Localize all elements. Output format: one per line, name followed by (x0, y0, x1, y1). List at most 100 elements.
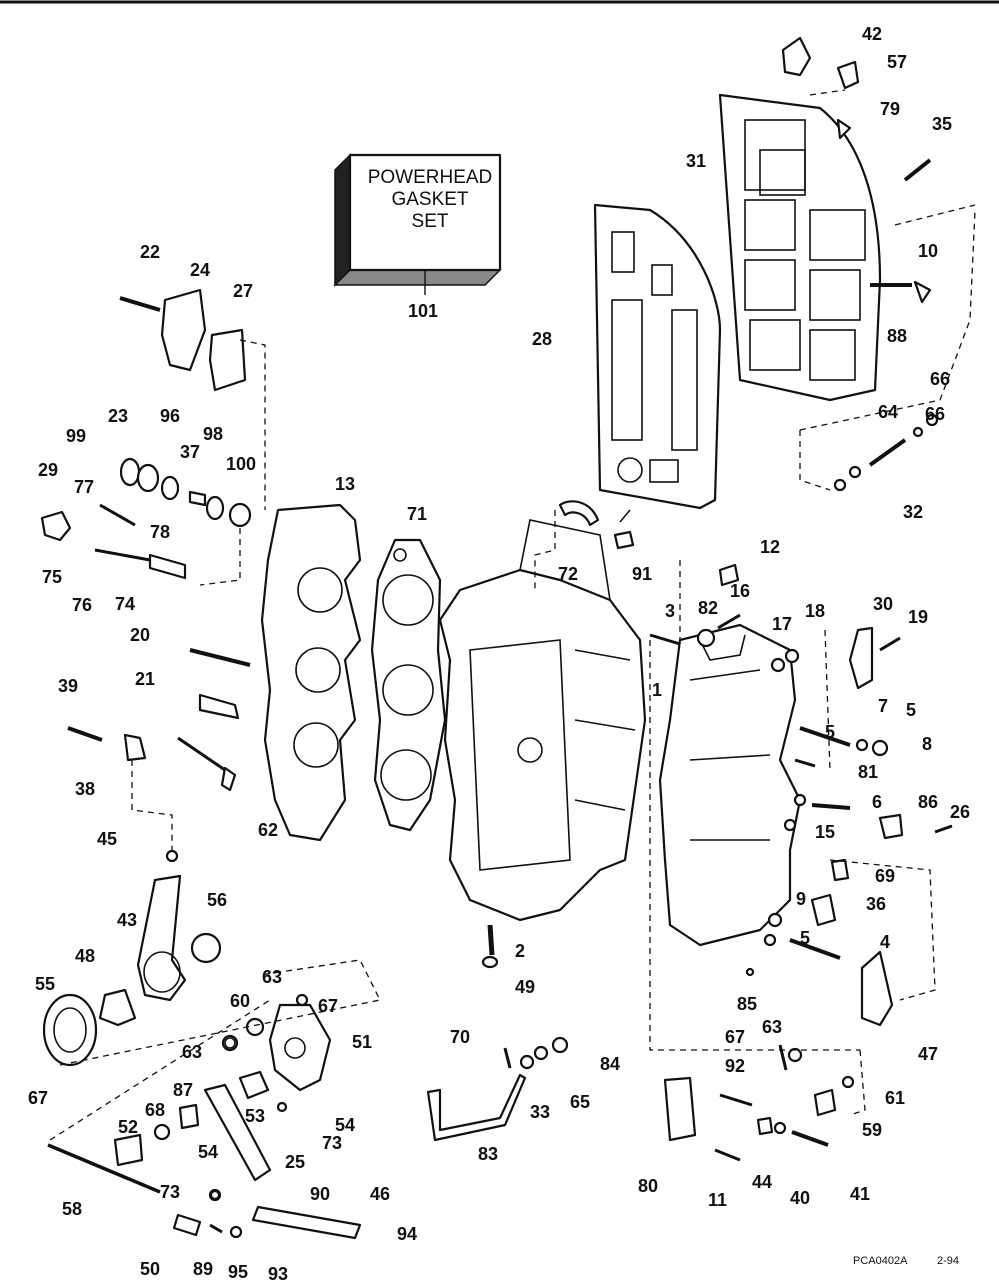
callout-89: 89 (193, 1259, 213, 1279)
callout-98: 98 (203, 424, 223, 444)
callout-1: 1 (652, 680, 662, 700)
callout-5c: 5 (800, 928, 810, 948)
stud-and-washers (833, 413, 939, 492)
callout-labels: 42 57 79 35 31 10 88 28 66 64 32 101 22 … (28, 24, 970, 1282)
callout-8: 8 (922, 734, 932, 754)
callout-70: 70 (450, 1027, 470, 1047)
callout-5b: 5 (825, 722, 835, 742)
callout-45: 45 (97, 829, 117, 849)
callout-6: 6 (872, 792, 882, 812)
gasket-box-line1: POWERHEAD (368, 167, 493, 188)
callout-73b: 73 (160, 1182, 180, 1202)
callout-95: 95 (228, 1262, 248, 1282)
right-lower-parts (558, 500, 953, 1162)
callout-33: 33 (530, 1102, 550, 1122)
callout-78: 78 (150, 522, 170, 542)
callout-68: 68 (145, 1100, 165, 1120)
callout-24: 24 (190, 260, 210, 280)
callout-83: 83 (478, 1144, 498, 1164)
callout-11: 11 (708, 1190, 727, 1210)
callout-93: 93 (268, 1264, 288, 1282)
callout-73a: 73 (322, 1133, 342, 1153)
gasket-box-line2: GASKET (391, 189, 468, 210)
top-right-small-parts (781, 36, 932, 304)
callout-10: 10 (918, 241, 938, 261)
callout-76: 76 (72, 595, 92, 615)
callout-64: 64 (878, 402, 898, 422)
throttle-linkage-parts (42, 874, 362, 1240)
callout-13: 13 (335, 474, 355, 494)
callout-63a: 63 (262, 967, 282, 987)
callout-58: 58 (62, 1199, 82, 1219)
callout-67b: 67 (28, 1088, 48, 1108)
callout-17: 17 (772, 614, 792, 634)
callout-39: 39 (58, 676, 78, 696)
callout-22: 22 (140, 242, 160, 262)
callout-46: 46 (370, 1184, 390, 1204)
callout-74: 74 (115, 594, 135, 614)
callout-88: 88 (887, 326, 907, 346)
callout-36: 36 (866, 894, 886, 914)
callout-42: 42 (862, 24, 882, 44)
cylinder-block (438, 519, 647, 922)
callout-79: 79 (880, 99, 900, 119)
callout-96: 96 (160, 406, 180, 426)
callout-54b: 54 (198, 1142, 218, 1162)
callout-47: 47 (918, 1044, 938, 1064)
callout-15: 15 (815, 822, 835, 842)
exhaust-cover-plate (718, 93, 882, 402)
callout-100: 100 (226, 454, 256, 474)
callout-32: 32 (903, 502, 923, 522)
callout-65: 65 (570, 1092, 590, 1112)
callout-37: 37 (180, 442, 200, 462)
callout-63b: 63 (182, 1042, 202, 1062)
callout-53: 53 (245, 1106, 265, 1126)
callout-90: 90 (310, 1184, 330, 1204)
dashed-guide-lines (49, 89, 976, 1141)
callout-40: 40 (790, 1188, 810, 1208)
callout-81: 81 (858, 762, 878, 782)
callout-66a: 66 (930, 369, 950, 389)
callout-18: 18 (805, 601, 825, 621)
callout-43: 43 (117, 910, 137, 930)
callout-52: 52 (118, 1117, 138, 1137)
callout-35: 35 (932, 114, 952, 134)
callout-87: 87 (173, 1080, 193, 1100)
callout-67c: 67 (725, 1027, 745, 1047)
callout-23: 23 (108, 406, 128, 426)
figure-date: 2-94 (937, 1255, 959, 1267)
callout-3: 3 (665, 601, 675, 621)
callout-21: 21 (135, 669, 155, 689)
callout-50: 50 (140, 1259, 160, 1279)
callout-80: 80 (638, 1176, 658, 1196)
callout-9: 9 (796, 889, 806, 909)
callout-38: 38 (75, 779, 95, 799)
cylinder-head (260, 503, 362, 842)
exhaust-cover-gasket (593, 203, 722, 510)
callout-99: 99 (66, 426, 86, 446)
callout-56: 56 (207, 890, 227, 910)
callout-41: 41 (850, 1184, 870, 1204)
callout-16: 16 (730, 581, 750, 601)
callout-71: 71 (407, 504, 427, 524)
callout-61: 61 (885, 1088, 905, 1108)
head-gasket (370, 538, 447, 832)
callout-101: 101 (408, 301, 438, 321)
callout-66b: 66 (925, 404, 945, 424)
callout-69: 69 (875, 866, 895, 886)
callout-4: 4 (880, 932, 890, 952)
callout-63c: 63 (762, 1017, 782, 1037)
callout-44: 44 (752, 1172, 772, 1192)
callout-62: 62 (258, 820, 278, 840)
callout-49: 49 (515, 977, 535, 997)
gasket-box-line3: SET (412, 211, 449, 232)
callout-55: 55 (35, 974, 55, 994)
callout-59: 59 (862, 1120, 882, 1140)
callout-19: 19 (908, 607, 928, 627)
callout-60: 60 (230, 991, 250, 1011)
callout-48: 48 (75, 946, 95, 966)
callout-26: 26 (950, 802, 970, 822)
callout-12: 12 (760, 537, 780, 557)
callout-30: 30 (873, 594, 893, 614)
